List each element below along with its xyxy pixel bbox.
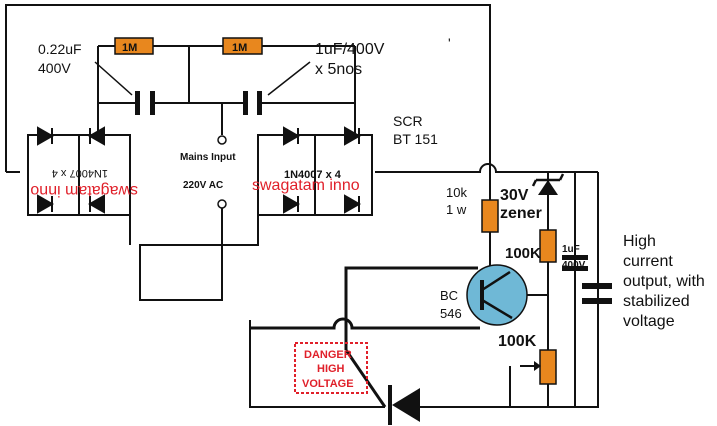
- top-loop-wire: [5, 4, 491, 172]
- resistor-1m-left: [114, 37, 154, 55]
- res-left-label: 1M: [122, 42, 137, 54]
- mains-terminal-top: [217, 135, 227, 145]
- branch-side-wires: [97, 46, 356, 135]
- mains-label-2: 220V AC: [183, 180, 223, 191]
- output-label-4: stabilized: [623, 293, 690, 310]
- pot-arrow-head: [534, 361, 541, 371]
- resistor-100k-top: [539, 229, 557, 263]
- danger-label-1: DANGER: [304, 349, 352, 361]
- capacitor-1uf: [562, 255, 588, 271]
- cap-left-pointer: [94, 61, 133, 96]
- cap-left-label-2: 400V: [38, 60, 71, 76]
- capacitor-right: [243, 91, 262, 115]
- right-bridge-frame: [257, 134, 373, 216]
- res-right-label: 1M: [232, 42, 247, 54]
- pot-wiper-wire: [509, 365, 540, 407]
- cap-right-label-2: x 5nos: [315, 61, 362, 78]
- danger-label-3: VOLTAGE: [302, 378, 354, 390]
- res100k-top-label: 100K: [505, 245, 541, 262]
- bottom-return-wire: [249, 320, 385, 408]
- positive-rail-wire: [375, 163, 598, 173]
- thick-collector-wire: [344, 266, 478, 350]
- zener-label-1: 30V: [500, 187, 529, 204]
- danger-label-2: HIGH: [317, 363, 345, 375]
- mains-bottom-wire: [129, 208, 259, 301]
- cap-small-label-1: 1uF: [562, 244, 580, 255]
- zener-diode: [531, 173, 565, 195]
- cap-right-pointer: [267, 61, 311, 96]
- bridge-left-label: 1N4007 x 4: [52, 167, 108, 179]
- thick-ground-wire: [250, 317, 480, 330]
- res10k-label-1: 10k: [446, 185, 467, 200]
- scr-label-2: BT 151: [393, 131, 438, 147]
- danger-box: [294, 342, 368, 394]
- zener-label-2: zener: [500, 205, 542, 222]
- resistor-100k-bottom: [539, 349, 557, 385]
- resistor-10k: [481, 199, 499, 233]
- output-label-2: current: [623, 253, 673, 270]
- right-bridge-diodes: [283, 126, 362, 214]
- transistor-bc546: [466, 264, 528, 326]
- watermark-right: swagatam inno: [252, 177, 360, 194]
- res10k-label-2: 1 w: [446, 202, 467, 217]
- scr-label-1: SCR: [393, 113, 423, 129]
- output-label-5: voltage: [623, 313, 675, 330]
- resistor-1m-right: [222, 37, 263, 55]
- mains-terminal-bottom: [217, 199, 227, 209]
- bottom-diode: [388, 385, 420, 425]
- tick-mark: ': [448, 35, 451, 51]
- cap-right-label-1: 1uF/400V: [315, 41, 385, 58]
- watermark-left: swagatam inno: [30, 182, 138, 199]
- output-capacitor: [582, 283, 612, 304]
- mains-label-1: Mains Input: [180, 152, 236, 163]
- capacitor-left: [135, 91, 155, 115]
- output-label-3: output, with: [623, 273, 705, 290]
- transistor-label-1: BC: [440, 288, 458, 303]
- diode-diag-wire: [344, 349, 387, 408]
- left-bridge-diodes: [37, 126, 105, 214]
- res100k-bottom-label: 100K: [498, 333, 537, 350]
- bridge-right-label: 1N4007 x 4: [284, 169, 342, 181]
- right-return-wire: [420, 172, 599, 408]
- output-label-1: High: [623, 233, 656, 250]
- cap-left-label-1: 0.22uF: [38, 41, 82, 57]
- cap-small-label-2: 400V: [562, 260, 586, 271]
- transistor-label-2: 546: [440, 306, 462, 321]
